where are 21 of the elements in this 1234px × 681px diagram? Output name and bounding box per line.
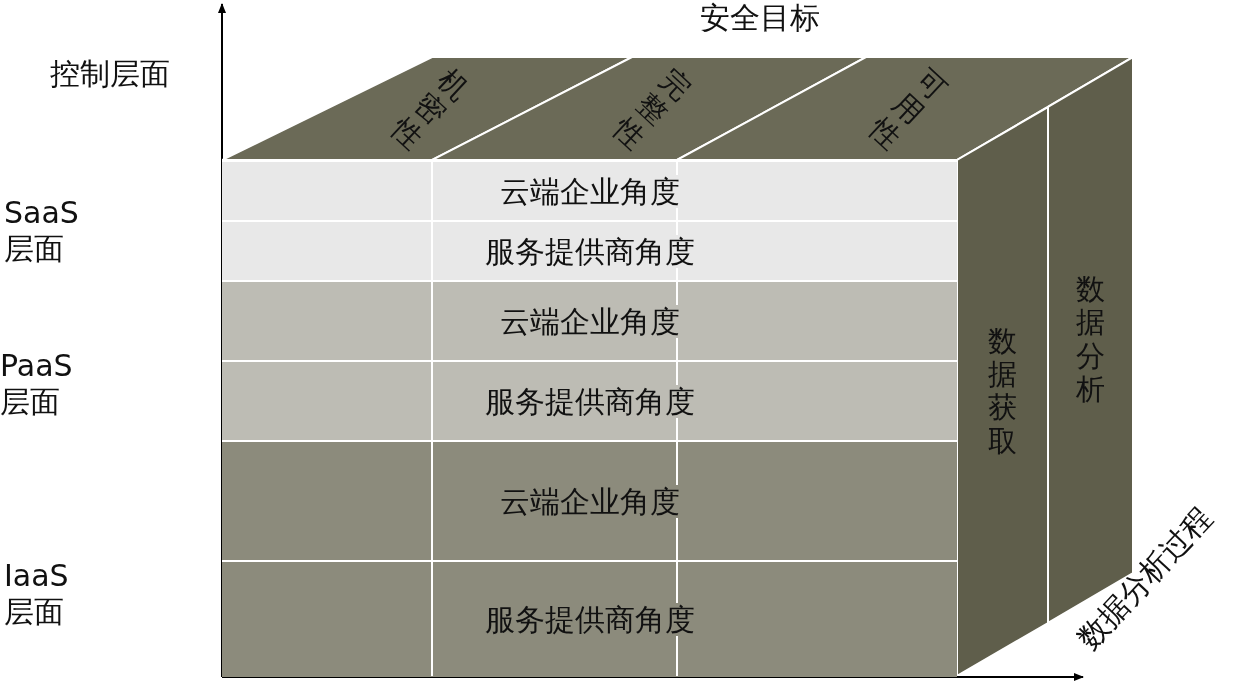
cube-front-row (222, 160, 957, 220)
cube-side-cell (957, 107, 1048, 676)
row-text: 服务提供商角度 (482, 234, 697, 268)
cube-front-row (222, 560, 957, 677)
cube-front-row (222, 440, 957, 560)
axis-label: 安全目标 (700, 0, 821, 36)
layer-label: PaaS 层面 (0, 348, 74, 420)
cell-text: 机密性 (384, 61, 475, 156)
axis-label: 数据分析过程 (1070, 499, 1220, 657)
cell-text: 完整性 (606, 61, 697, 156)
layer-label: IaaS 层面 (4, 558, 70, 630)
axis-label: 控制层面 (50, 56, 171, 92)
cube-front-row (222, 220, 957, 280)
row-text: 服务提供商角度 (482, 603, 697, 636)
cell-text: 数据获取 (987, 324, 1018, 459)
cell-text: 数据分析 (1075, 273, 1106, 407)
cube-front-row (222, 360, 957, 440)
row-text: 服务提供商角度 (482, 384, 697, 418)
cube-front-row (222, 280, 957, 360)
layer-label: SaaS 层面 (4, 195, 80, 267)
cell-text: 可用性 (863, 61, 954, 156)
